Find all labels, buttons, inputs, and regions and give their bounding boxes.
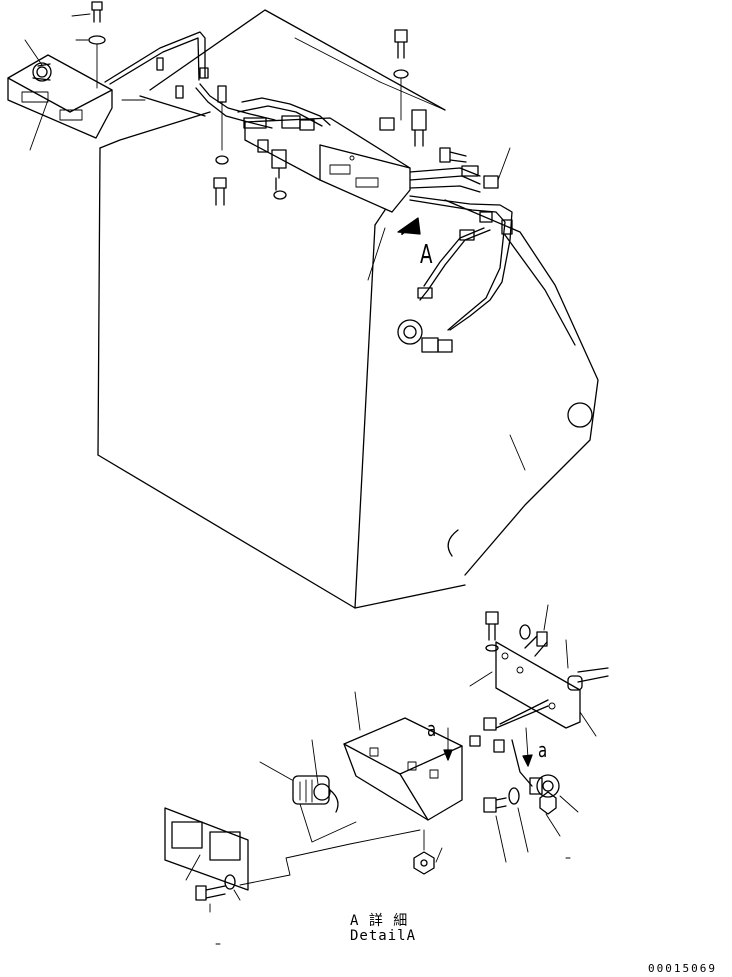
frame-body bbox=[97, 9, 599, 609]
detail-arrow-label-left: a bbox=[427, 717, 437, 741]
bolt-icon bbox=[195, 885, 226, 901]
leader-line bbox=[495, 815, 507, 863]
washer-icon bbox=[215, 155, 229, 165]
leader-line bbox=[311, 739, 319, 785]
bolt-icon bbox=[213, 177, 227, 206]
leader-line bbox=[24, 39, 43, 66]
view-direction-arrow-icon bbox=[397, 217, 421, 235]
washer-icon bbox=[508, 787, 520, 805]
horn-harness bbox=[409, 195, 513, 331]
leader-line bbox=[259, 761, 293, 781]
leader-line bbox=[185, 854, 201, 881]
leader-line bbox=[517, 807, 529, 853]
washer-icon bbox=[224, 874, 236, 890]
horn-icon bbox=[397, 319, 453, 353]
leader-line bbox=[29, 99, 49, 151]
bolt-icon bbox=[524, 631, 548, 657]
leader-line bbox=[565, 639, 569, 669]
wiring-harness bbox=[104, 31, 331, 131]
detail-caption-jp: A 詳 細 bbox=[350, 913, 409, 929]
relay-connector bbox=[217, 85, 227, 103]
bolt-icon bbox=[91, 1, 103, 23]
detail-caption-en: DetailA bbox=[350, 928, 417, 944]
document-number: 00015069 bbox=[648, 962, 717, 975]
leader-line bbox=[545, 813, 561, 837]
washer-icon bbox=[393, 69, 409, 79]
view-label: A bbox=[420, 240, 433, 270]
relay-connector bbox=[257, 139, 287, 191]
left-lamp-housing bbox=[7, 54, 113, 139]
leader-line bbox=[559, 795, 579, 813]
detail-wire bbox=[469, 699, 549, 787]
leader-line bbox=[233, 889, 241, 901]
nut-icon bbox=[413, 851, 435, 875]
leader-line bbox=[367, 227, 386, 281]
detail-arrow-right-icon bbox=[522, 727, 533, 767]
detail-lens-frame bbox=[164, 807, 249, 891]
washer-icon bbox=[519, 624, 531, 640]
nut-icon bbox=[539, 791, 557, 815]
detail-lamp-housing bbox=[343, 717, 463, 821]
leader-line bbox=[543, 604, 549, 631]
leader-line bbox=[71, 13, 91, 17]
leader-line bbox=[435, 847, 443, 863]
bolt-icon bbox=[485, 611, 499, 641]
detail-lamp-icon bbox=[292, 775, 339, 813]
leader-line bbox=[354, 691, 361, 731]
leader-line bbox=[579, 711, 597, 737]
horn-icon bbox=[529, 774, 560, 798]
washer-icon bbox=[273, 190, 287, 200]
detail-arrow-left-icon bbox=[443, 727, 453, 761]
washer-icon bbox=[485, 644, 499, 652]
detail-bracket-plate bbox=[469, 641, 581, 729]
terminal-block bbox=[409, 165, 499, 193]
detail-cable bbox=[567, 667, 609, 691]
bolt-icon bbox=[439, 147, 467, 163]
detail-arrow-label-right: a bbox=[538, 738, 548, 762]
bolt-icon bbox=[394, 29, 408, 59]
relay-connector bbox=[379, 109, 427, 147]
leader-line bbox=[497, 147, 511, 181]
bolt-icon bbox=[483, 797, 507, 813]
right-lamp-housing bbox=[244, 117, 411, 213]
washer-icon bbox=[88, 35, 106, 45]
